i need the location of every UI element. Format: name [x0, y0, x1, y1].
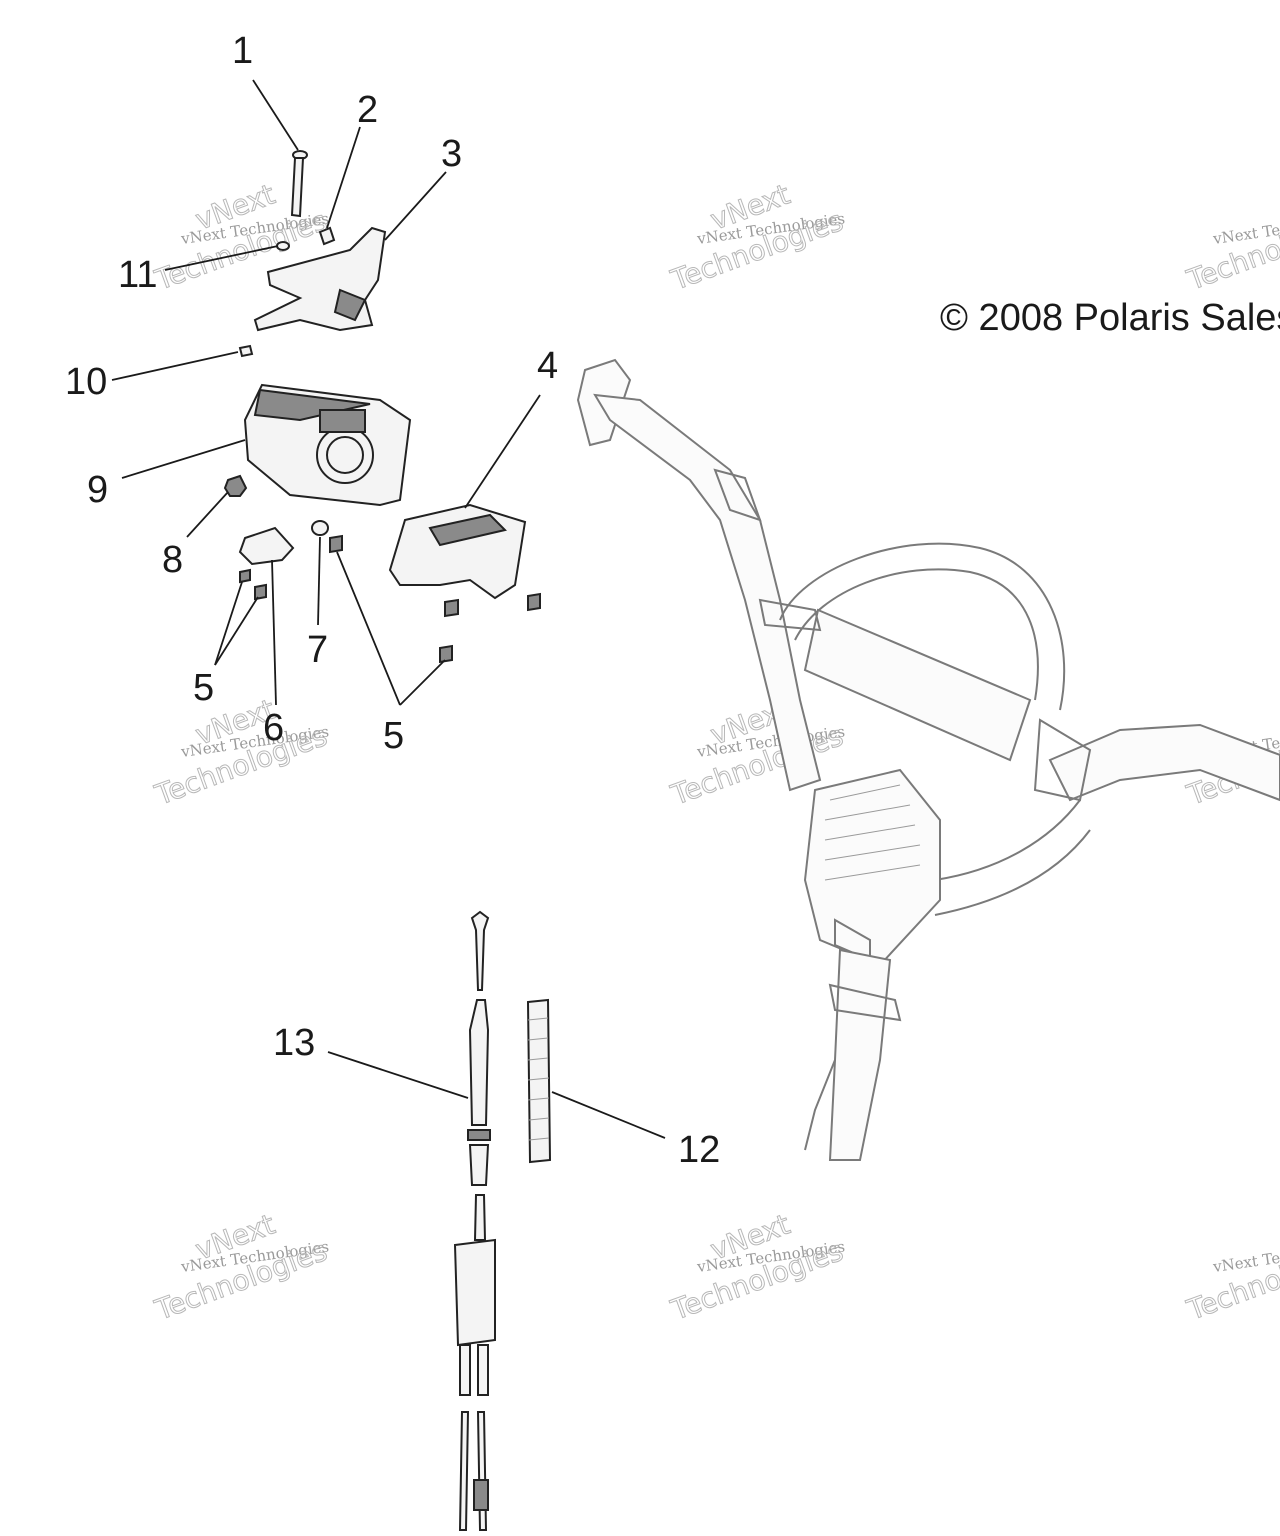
part-13-cable — [453, 910, 496, 1531]
part-9-housing — [243, 383, 412, 507]
callout-4: 4 — [537, 345, 558, 387]
part-11-washer — [276, 241, 290, 251]
part-3-bracket — [253, 226, 387, 332]
part-7-oring — [311, 520, 329, 536]
part-1-pin — [290, 150, 308, 218]
part-4-cover — [388, 503, 527, 600]
part-5-screws-right — [329, 534, 541, 664]
part-12-conduit — [526, 998, 552, 1164]
part-10-clip — [238, 344, 254, 358]
callout-11: 11 — [118, 254, 157, 296]
part-8-nut — [223, 474, 248, 497]
callout-5-right: 5 — [383, 715, 404, 757]
watermark-bottom-center: vNext Technologies vNext Technologies — [666, 1207, 848, 1327]
handlebar-assembly — [576, 358, 1280, 1161]
part-2-clip — [318, 226, 336, 246]
watermark-top-right: vNext Technologies Technologies — [1182, 204, 1280, 298]
callout-10: 10 — [65, 361, 107, 403]
watermark-top-center: vNext Technologies vNext Technologies — [666, 177, 848, 297]
callout-1: 1 — [232, 30, 253, 72]
watermark-bottom-left: vNext Technologies vNext Technologies — [150, 1207, 332, 1327]
callout-9: 9 — [87, 469, 108, 511]
svg-text:Technologies: Technologies — [1182, 204, 1280, 297]
watermark-mid-left: vNext Technologies vNext Technologies — [150, 692, 332, 812]
callout-6: 6 — [263, 707, 284, 749]
callout-12: 12 — [678, 1129, 720, 1171]
callout-3: 3 — [441, 133, 462, 175]
callout-2: 2 — [357, 89, 378, 131]
part-6-plate — [238, 526, 295, 566]
callout-5-left: 5 — [193, 667, 214, 709]
callout-13: 13 — [273, 1022, 315, 1064]
part-5-screws-left — [239, 568, 267, 601]
callout-7: 7 — [307, 629, 328, 671]
watermark-bottom-right: vNext Technologies Technologies — [1182, 1234, 1280, 1328]
svg-text:Technologies: Technologies — [1182, 1234, 1280, 1327]
callout-8: 8 — [162, 539, 183, 581]
copyright-notice: © 2008 Polaris Sales — [940, 297, 1280, 339]
leader-lines — [111, 79, 666, 1139]
